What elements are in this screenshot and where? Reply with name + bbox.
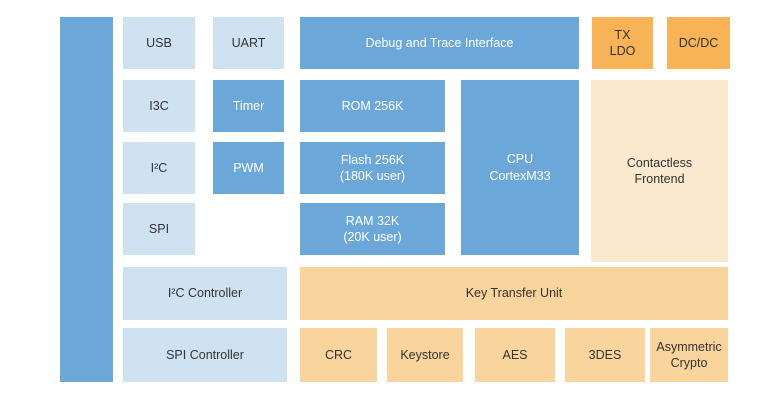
block-pwm: PWM: [213, 142, 284, 194]
block-i3c: I3C: [123, 80, 195, 132]
block-timer: Timer: [213, 80, 284, 132]
block-keystore: Keystore: [387, 328, 463, 382]
block-rom: ROM 256K: [300, 80, 445, 132]
block-key-transfer-unit: Key Transfer Unit: [300, 267, 728, 320]
block-debug-trace-interface: Debug and Trace Interface: [300, 17, 579, 69]
block-contactless-frontend: Contactless Frontend: [591, 80, 728, 262]
block-i2c: I²C: [123, 142, 195, 194]
block-3des: 3DES: [565, 328, 645, 382]
block-spi: SPI: [123, 203, 195, 255]
block-cpu: CPU CortexM33: [461, 80, 579, 255]
block-spi-controller: SPI Controller: [123, 328, 287, 382]
block-flash: Flash 256K (180K user): [300, 142, 445, 194]
block-asymmetric-crypto: Asymmetric Crypto: [650, 328, 728, 382]
block-crc: CRC: [300, 328, 377, 382]
block-usb: USB: [123, 17, 195, 69]
block-i2c-controller: I²C Controller: [123, 267, 287, 320]
block-dc-dc: DC/DC: [667, 17, 730, 69]
block-uart: UART: [213, 17, 284, 69]
block-aes: AES: [475, 328, 555, 382]
bus-bar: [60, 17, 113, 382]
block-tx-ldo: TX LDO: [592, 17, 653, 69]
block-ram: RAM 32K (20K user): [300, 203, 445, 255]
